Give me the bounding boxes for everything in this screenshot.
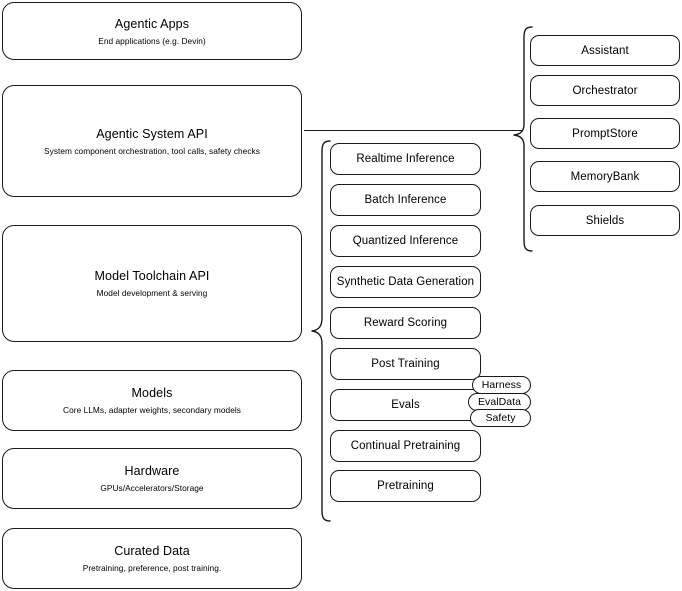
stack-layer-agentic-apps[interactable]: Agentic Apps End applications (e.g. Devi… [2, 2, 302, 60]
stack-layer-agentic-system-api[interactable]: Agentic System API System component orch… [2, 85, 302, 197]
evals-badge-label: Harness [481, 379, 522, 391]
evals-badge-harness[interactable]: Harness [472, 376, 531, 394]
stack-layer-subtitle: Core LLMs, adapter weights, secondary mo… [63, 405, 241, 415]
system-component-label: Orchestrator [572, 84, 638, 97]
toolchain-item-label: Realtime Inference [356, 153, 455, 165]
evals-badge-safety[interactable]: Safety [470, 409, 531, 427]
toolchain-item-continual-pretraining[interactable]: Continual Pretraining [330, 430, 481, 462]
stack-layer-subtitle: System component orchestration, tool cal… [44, 145, 260, 156]
connector-line-system-api-to-components [304, 130, 522, 131]
toolchain-item-evals[interactable]: Evals [330, 389, 481, 421]
stack-layer-title: Agentic Apps [114, 16, 190, 31]
system-component-assistant[interactable]: Assistant [530, 35, 680, 66]
toolchain-item-synthetic-data-generation[interactable]: Synthetic Data Generation [330, 266, 481, 298]
stack-layer-title: Agentic System API [96, 126, 208, 141]
system-component-label: MemoryBank [570, 170, 640, 183]
stack-layer-title: Curated Data [114, 544, 190, 558]
stack-layer-title: Models [131, 386, 173, 400]
stack-layer-subtitle: Model development & serving [96, 288, 208, 298]
system-component-memorybank[interactable]: MemoryBank [530, 161, 680, 192]
toolchain-item-batch-inference[interactable]: Batch Inference [330, 184, 481, 216]
system-component-promptstore[interactable]: PromptStore [530, 118, 680, 149]
stack-layer-title: Model Toolchain API [94, 269, 210, 283]
toolchain-item-label: Quantized Inference [352, 235, 459, 247]
toolchain-item-post-training[interactable]: Post Training [330, 348, 481, 380]
stack-layer-models[interactable]: Models Core LLMs, adapter weights, secon… [2, 370, 302, 431]
toolchain-item-realtime-inference[interactable]: Realtime Inference [330, 143, 481, 175]
toolchain-item-reward-scoring[interactable]: Reward Scoring [330, 307, 481, 339]
curly-brace-toolchain [311, 140, 331, 522]
stack-layer-curated-data[interactable]: Curated Data Pretraining, preference, po… [2, 528, 302, 589]
toolchain-item-label: Evals [391, 399, 420, 411]
toolchain-item-label: Reward Scoring [363, 317, 448, 329]
toolchain-item-label: Post Training [371, 358, 440, 370]
stack-layer-title: Hardware [124, 464, 180, 478]
evals-badge-label: Safety [485, 412, 516, 424]
system-component-shields[interactable]: Shields [530, 205, 680, 236]
curly-brace-system-components [513, 26, 533, 252]
toolchain-item-label: Continual Pretraining [350, 440, 461, 452]
toolchain-item-label: Pretraining [377, 480, 434, 492]
stack-layer-hardware[interactable]: Hardware GPUs/Accelerators/Storage [2, 448, 302, 509]
stack-layer-model-toolchain-api[interactable]: Model Toolchain API Model development & … [2, 225, 302, 342]
toolchain-item-pretraining[interactable]: Pretraining [330, 470, 481, 502]
system-component-orchestrator[interactable]: Orchestrator [530, 75, 680, 106]
system-component-label: Assistant [581, 44, 629, 57]
system-component-label: PromptStore [572, 127, 638, 140]
stack-layer-subtitle: GPUs/Accelerators/Storage [100, 483, 204, 493]
toolchain-item-label: Batch Inference [364, 194, 447, 206]
toolchain-item-quantized-inference[interactable]: Quantized Inference [330, 225, 481, 257]
evals-badge-label: EvalData [477, 396, 521, 408]
stack-layer-subtitle: End applications (e.g. Devin) [98, 35, 206, 46]
toolchain-item-label: Synthetic Data Generation [336, 276, 475, 288]
system-component-label: Shields [585, 214, 625, 227]
stack-layer-subtitle: Pretraining, preference, post training. [82, 563, 222, 573]
